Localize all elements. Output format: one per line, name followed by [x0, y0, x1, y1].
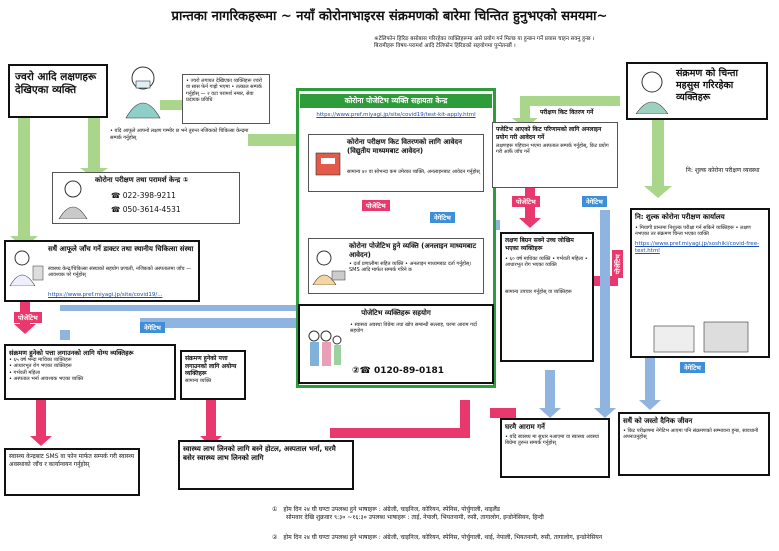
fever-note: • ज्वरो लगायत देखिएका व्यक्तिहरू ज्वरो व… [182, 74, 270, 124]
free-test-note: नि: शुल्क कोरोना परीक्षण व्यवस्था [686, 167, 760, 174]
high-risk-line3: सामान्य उपचार गर्नुहोस् वा व्यक्तिहरू [505, 288, 572, 295]
footnote-1-line1: ① होम दिन २४ घी घण्टा उपलब्ध हुने भाषाहर… [272, 506, 501, 513]
self-register-title: कोरोना पोजेटिभ हुने व्यक्ति (अनलाइन माध्… [349, 242, 477, 259]
ineligible-text: सामान्य व्यक्ति [185, 377, 212, 384]
kit-apply-box: कोरोना परीक्षण किट वितरणको लागि आवेदन (व… [308, 134, 484, 192]
kit-result-box: पजेटिभ आएको किट परिणामको लागि अनलाइन प्र… [492, 122, 618, 188]
kit-result-title: पजेटिभ आएको किट परिणामको लागि अनलाइन प्र… [496, 126, 602, 141]
home-rest-title: घरमै आराम गर्ने [505, 423, 545, 431]
positive-support-link[interactable]: https://www.pref.miyagi.jp/site/covid19/… [316, 112, 476, 118]
recovery-box: स्वास्थ्य लाभ लिनको लागि बस्ने होटल, अस्… [178, 440, 354, 490]
sms-box: स्वास्थ्य केन्द्रबाट SMS वा फोन मार्फत स… [4, 448, 140, 496]
page-title: प्रान्तका नागरिकहरूमा ~ नयाँ कोरोनाभाइरस… [171, 9, 608, 24]
positive-helper-title: पोजेटिभ व्यक्तिहरू सहयोग [361, 309, 431, 317]
positive-helper-phone[interactable]: ②☎ 0120-89-0181 [352, 366, 445, 376]
home-rest-box: घरमै आराम गर्ने • यदि स्वास्थ्य मा सुधार… [500, 418, 610, 478]
eligible-title: संक्रमण हुनेको पत्ता लगाउनको लागि योग्य … [9, 349, 134, 357]
free-test-office-box: नि: शुल्क कोरोना परीक्षण कार्यालय • मिया… [630, 208, 770, 358]
positive-helper-text: • स्वास्थ्य अवस्था विग्रेमा तथा खोप सम्ब… [350, 322, 477, 335]
negative-label-office: नेगेटिभ [680, 362, 705, 373]
high-risk-line2: • ६० वर्ष माथिका व्यक्ति • गर्भवती महिला… [505, 256, 588, 269]
doctor-link[interactable]: https://www.pref.miyagi.jp/site/covid19/… [48, 292, 163, 298]
daily-life-box: सधैं को जस्तो दैनिक जीवन • किट परीक्षणमा… [618, 412, 770, 476]
positive-label-left: पोजेटिभ [14, 312, 42, 323]
footnote-2: ② होम दिन २४ घी घण्टा उपलब्ध हुने भाषाहर… [272, 534, 603, 541]
consult-phone1[interactable]: ☎ 022-398-9211 [111, 191, 176, 200]
family-illustration [304, 328, 344, 368]
positive-label-result: पोजेटिभ [512, 196, 540, 207]
negative-label-left: नेगेटिभ [140, 322, 165, 333]
doctor-text: स्वास्थ्य केन्द्र/चिकित्सा संस्थाको सहयो… [48, 266, 192, 279]
home-rest-text: • यदि स्वास्थ्य मा सुधार नआएमा वा स्वास्… [505, 433, 599, 446]
daily-life-title: सधैं को जस्तो दैनिक जीवन [623, 417, 693, 425]
self-register-box: कोरोना पोजेटिभ हुने व्यक्ति (अनलाइन माध्… [308, 238, 484, 294]
consult-phone2[interactable]: ☎ 050-3614-4531 [111, 205, 181, 214]
kit-delivery-label: परीक्षण किट वितरण गर्ने [540, 109, 594, 116]
pharmacy-illustration [652, 320, 752, 354]
free-test-office-title: नि: शुल्क कोरोना परीक्षण कार्यालय [635, 213, 725, 221]
positive-helper-box: पोजेटिभ व्यक्तिहरू सहयोग • स्वास्थ्य अवस… [298, 304, 494, 384]
top-note: ※टेलिफोन हिरिङ बसोबास गरिरहेका व्यक्तिहर… [374, 36, 754, 50]
free-test-office-link[interactable]: https://www.pref.miyagi.jp/soshiki/covid… [635, 241, 760, 255]
kit-title: कोरोना परीक्षण किट वितरणको लागि आवेदन (व… [347, 138, 462, 155]
laptop-person-illustration [312, 249, 346, 286]
negative-label-result: नेगेटिभ [582, 196, 607, 207]
positive-label-office: पोजेटिभ [612, 250, 623, 278]
positive-label-kit: पोजेटिभ [362, 200, 390, 211]
free-test-office-text: • मियागी प्रान्तमा निशुल्क परीक्षा गर्न … [635, 224, 751, 237]
footnote-1-line2: सोमवार देखि शुक्रवार ९:३० ~१६:३० उपलब्ध … [286, 514, 544, 521]
fever-person-label: ज्वरो आदि लक्षणहरू देखिएका व्यक्ति [15, 71, 97, 97]
operator-illustration [57, 177, 89, 220]
doctor-title: सधैं आफूले जाँच गर्ने डाक्टर तथा स्थानीय… [48, 245, 194, 253]
consult-center-box: कोरोना परीक्षण तथा परामर्श केन्द्र ① ☎ 0… [52, 172, 240, 224]
kit-result-text: लक्षणहरू पहिचान भएमा अस्पताल सम्पर्क गर्… [496, 143, 609, 156]
negative-label-kit: नेगेटिभ [430, 212, 455, 223]
worried-person-box: संक्रमण को चिन्ता महसुस गरिरहेका व्यक्ति… [626, 62, 768, 120]
self-register-text: • दर्ता प्रणालीमा सहित व्यक्ति • अनलाइन … [349, 261, 472, 274]
check-note: • यदि आफूले आफ्नो लक्षण गम्भीर छ भने तुर… [110, 128, 249, 141]
ineligible-box: संक्रमण हुनेको पत्ता लगाउनको लागि अयोग्य… [180, 350, 246, 400]
high-risk-line1: लक्षण बिग्रन सक्ने उच्च जोखिम भएका व्यक्… [505, 237, 574, 252]
kit-text: सामान्य ४० वा सोभन्दा कम उमेरका व्यक्ति,… [347, 169, 480, 175]
consult-phone2-text: 050-3614-4531 [122, 205, 181, 214]
positive-support-title: कोरोना पोजेटिभ व्यक्ति सहायता केन्द्र [300, 94, 492, 108]
eligible-box: संक्रमण हुनेको पत्ता लगाउनको लागि योग्य … [4, 344, 176, 400]
daily-life-text: • किट परीक्षणमा नेगेटिभ आएमा पनि संक्रमण… [623, 427, 759, 440]
doctor-illustration [9, 248, 45, 287]
fever-person-illustration [118, 60, 168, 120]
green-arrows [10, 96, 672, 248]
kit-illustration [313, 149, 343, 179]
consult-phone1-text: 022-398-9211 [122, 191, 176, 200]
worried-person-illustration [632, 68, 672, 115]
doctor-box: सधैं आफूले जाँच गर्ने डाक्टर तथा स्थानीय… [4, 240, 200, 302]
worried-person-label: संक्रमण को चिन्ता महसुस गरिरहेका व्यक्ति… [676, 68, 738, 103]
top-note-line2: बिरामीहरू विषय-परामर्श आदि टेलिफोन हिरिङ… [374, 43, 516, 50]
consult-center-title: कोरोना परीक्षण तथा परामर्श केन्द्र ① [95, 176, 189, 184]
eligible-text: • ६५ वर्ष भन्दा माथिका व्यक्तिहरू • आधार… [9, 357, 84, 382]
footnote-1: ① होम दिन २४ घी घण्टा उपलब्ध हुने भाषाहर… [272, 504, 772, 521]
ineligible-title: संक्रमण हुनेको पत्ता लगाउनको लागि अयोग्य… [185, 355, 237, 377]
high-risk-box: लक्षण बिग्रन सक्ने उच्च जोखिम भएका व्यक्… [500, 232, 594, 362]
top-note-line1: ※टेलिफोन हिरिङ बसोबास गरिरहेका व्यक्तिहर… [374, 36, 595, 42]
fever-person-box: ज्वरो आदि लक्षणहरू देखिएका व्यक्ति [8, 64, 108, 118]
